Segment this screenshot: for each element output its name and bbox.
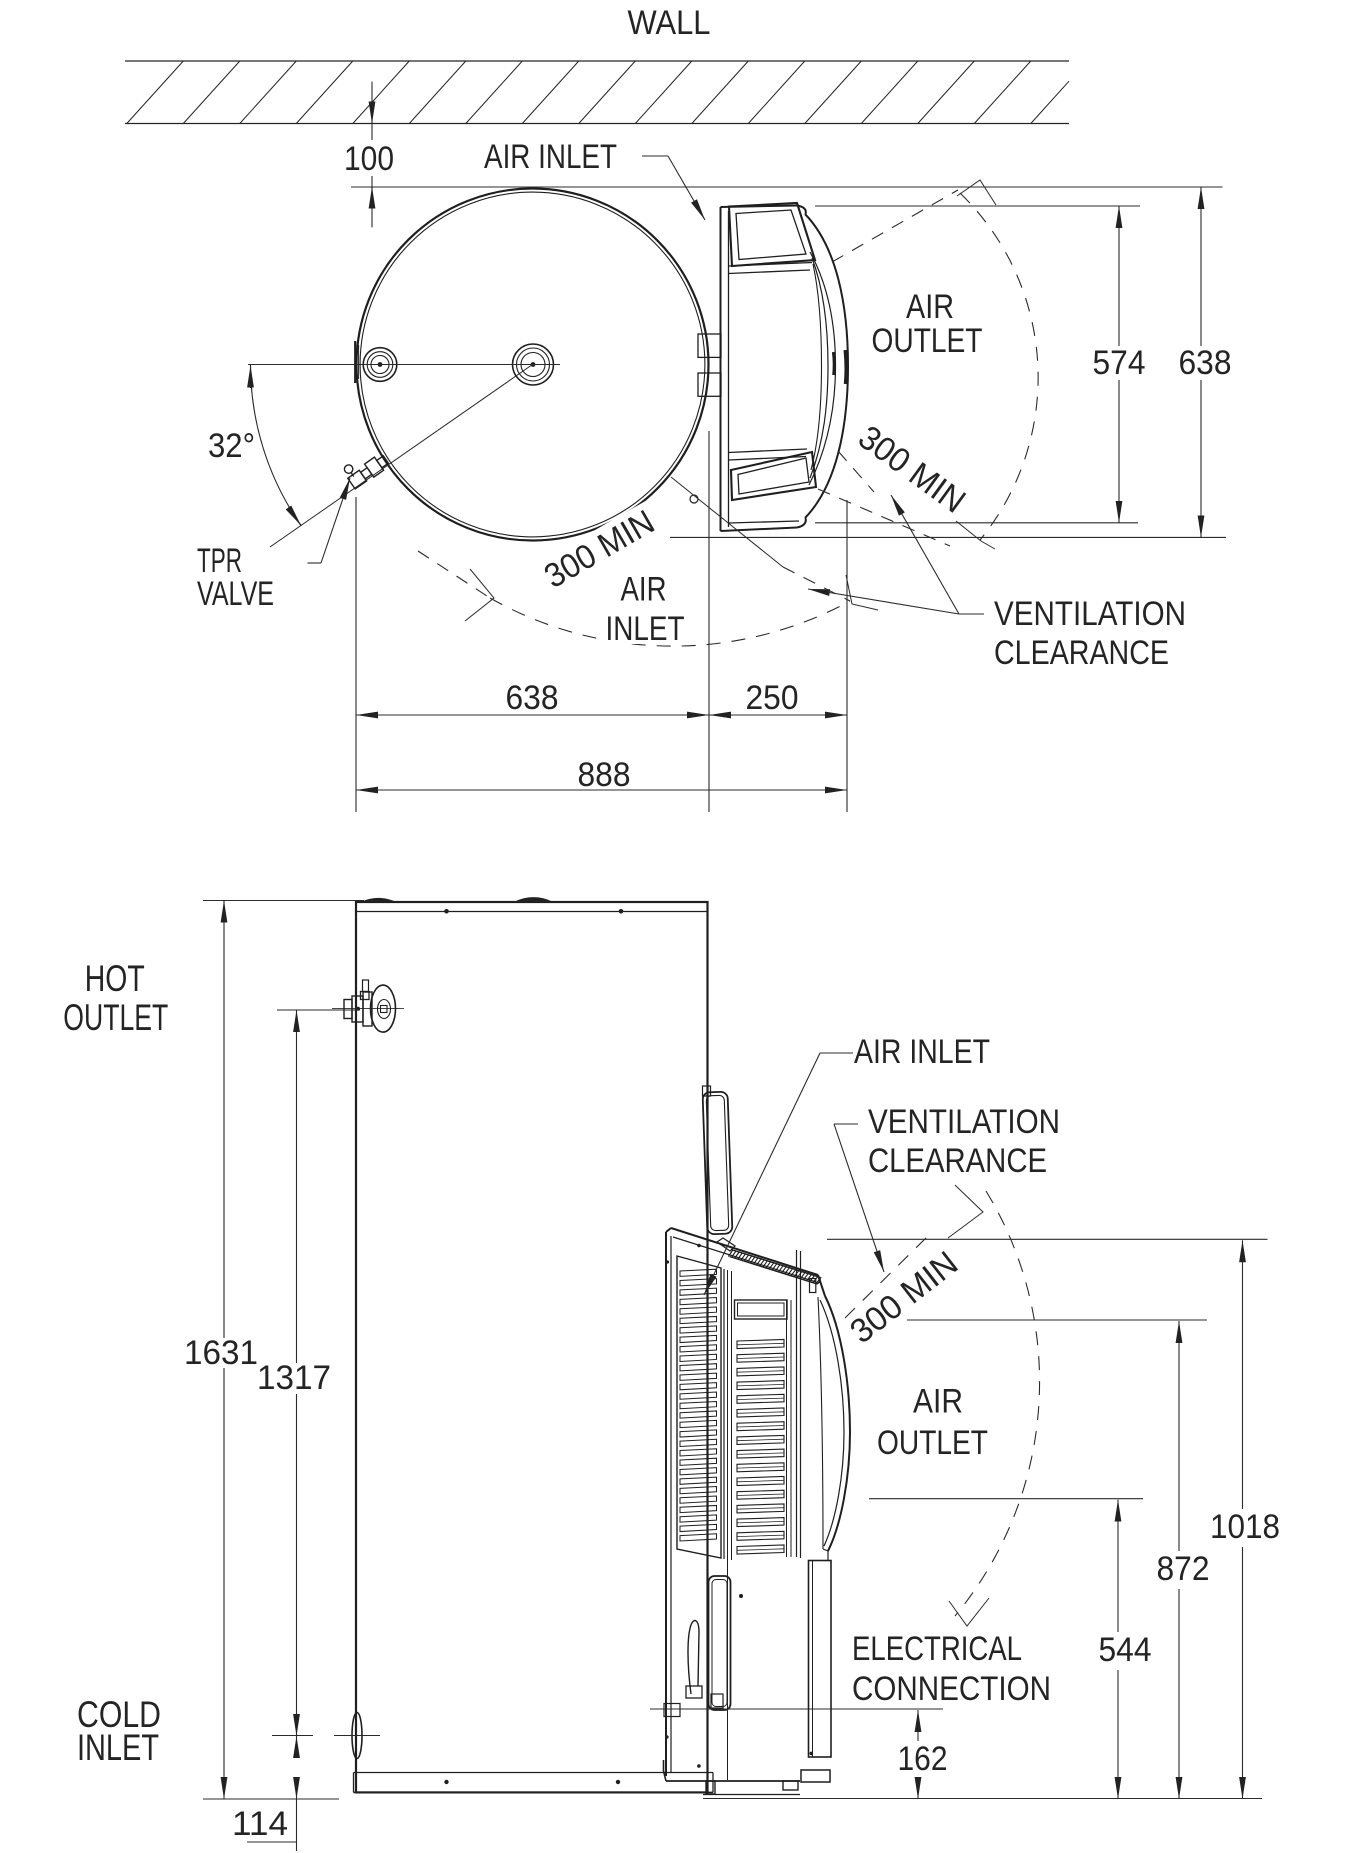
svg-text:574: 574 [1093, 344, 1146, 382]
svg-text:VALVE: VALVE [197, 575, 274, 613]
svg-text:638: 638 [1179, 344, 1232, 382]
svg-text:1631: 1631 [184, 1334, 258, 1372]
svg-text:CONNECTION: CONNECTION [852, 1670, 1051, 1708]
svg-text:AIR INLET: AIR INLET [484, 138, 617, 176]
svg-text:250: 250 [746, 679, 799, 717]
svg-text:HOT: HOT [85, 958, 145, 999]
svg-text:INLET: INLET [606, 610, 685, 648]
svg-text:100: 100 [344, 140, 394, 178]
svg-text:VENTILATION: VENTILATION [868, 1103, 1060, 1141]
svg-text:32°: 32° [208, 427, 255, 465]
svg-text:CLEARANCE: CLEARANCE [994, 634, 1169, 672]
svg-text:114: 114 [232, 1805, 288, 1843]
svg-text:OUTLET: OUTLET [63, 997, 168, 1038]
svg-text:OUTLET: OUTLET [877, 1424, 988, 1462]
svg-text:872: 872 [1157, 1550, 1210, 1588]
svg-text:CLEARANCE: CLEARANCE [868, 1142, 1047, 1180]
svg-text:AIR: AIR [906, 288, 954, 326]
svg-text:ELECTRICAL: ELECTRICAL [852, 1630, 1022, 1668]
svg-text:AIR: AIR [621, 571, 667, 609]
svg-text:VENTILATION: VENTILATION [994, 595, 1186, 633]
svg-text:COLD: COLD [77, 1694, 161, 1735]
svg-text:1018: 1018 [1210, 1508, 1280, 1546]
svg-text:888: 888 [578, 756, 631, 794]
svg-text:WALL: WALL [628, 4, 711, 42]
svg-text:638: 638 [506, 679, 559, 717]
svg-text:AIR INLET: AIR INLET [854, 1033, 990, 1071]
svg-text:162: 162 [898, 1740, 948, 1778]
svg-text:OUTLET: OUTLET [872, 322, 983, 360]
svg-text:AIR: AIR [913, 1383, 963, 1421]
svg-text:INLET: INLET [77, 1727, 159, 1768]
svg-text:1317: 1317 [257, 1359, 331, 1397]
svg-text:TPR: TPR [197, 542, 242, 580]
svg-text:544: 544 [1099, 1631, 1152, 1669]
